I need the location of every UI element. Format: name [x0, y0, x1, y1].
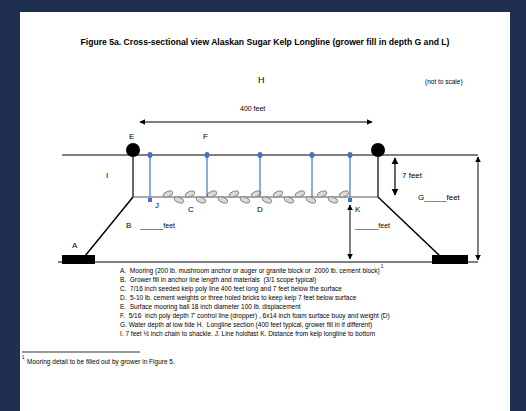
length-dimension: 400 feet: [240, 105, 265, 113]
callout-letter: A: [72, 242, 77, 251]
anchor-line: [85, 197, 133, 256]
key-line: C. 7/16 inch seeded kelp poly line 400 f…: [120, 285, 342, 292]
key-line: I. 7 feet ½ inch chain to shackle. J. Li…: [120, 330, 375, 337]
callout-letter: K: [355, 206, 360, 215]
dropper-weights: [148, 198, 352, 202]
mooring-block: [432, 255, 468, 264]
chain: [132, 157, 133, 197]
fill-in-dimension: G_____feet: [418, 194, 460, 203]
length-arrow: [140, 122, 372, 123]
callout-letter: F: [203, 133, 208, 142]
mooring-block: [62, 255, 95, 264]
footnote-mark: 1: [22, 356, 25, 361]
key-line: F. 5/16 inch poly depth 7' control line …: [120, 312, 390, 319]
footnote-text: Mooring detail to be filled out by growe…: [27, 358, 175, 365]
chain: [377, 157, 378, 197]
water-surface: [62, 155, 478, 156]
water-depth-arrow: [478, 157, 479, 260]
dropper-lines: [150, 157, 350, 197]
callout-letter: I: [106, 172, 108, 181]
mooring-ball: [126, 143, 140, 157]
key-line: E. Surface mooring ball 18 inch diameter…: [120, 303, 301, 310]
kelp-growth: [162, 190, 349, 204]
callout-letter: C: [188, 206, 194, 215]
key-line: A. Mooring (200 lb. mushroom anchor or a…: [120, 267, 380, 274]
fill-in-dimension: ______feet: [140, 222, 175, 230]
callout-letter: E: [129, 133, 134, 142]
slide-ground: [20, 12, 510, 411]
key-line: D. 5-10 lb. cement weights or three hole…: [120, 294, 356, 301]
bottom-distance-arrow: [350, 205, 351, 259]
depth-arrow: [394, 158, 395, 195]
key-line: B. Grower fill in anchor line length and…: [120, 276, 316, 283]
fill-in-dimension: ______feet: [355, 222, 390, 230]
footnote-rule: [22, 352, 140, 353]
mooring-ball: [371, 143, 385, 157]
key-line: G. Water depth at low tide H. Longline s…: [120, 321, 372, 328]
callout-letter: D: [257, 206, 263, 215]
callout-letter: B: [126, 222, 131, 231]
dimension-letter: H: [258, 76, 265, 86]
callout-letter: J: [155, 202, 159, 211]
scale-note: (not to scale): [425, 78, 463, 85]
figure-title: Figure 5a. Cross-sectional view Alaskan …: [81, 38, 450, 47]
foam-buoys: [148, 152, 353, 158]
depth-dimension: 7 feet: [402, 172, 422, 181]
sea-floor: [58, 262, 478, 263]
footnote-mark: 1: [381, 265, 384, 270]
